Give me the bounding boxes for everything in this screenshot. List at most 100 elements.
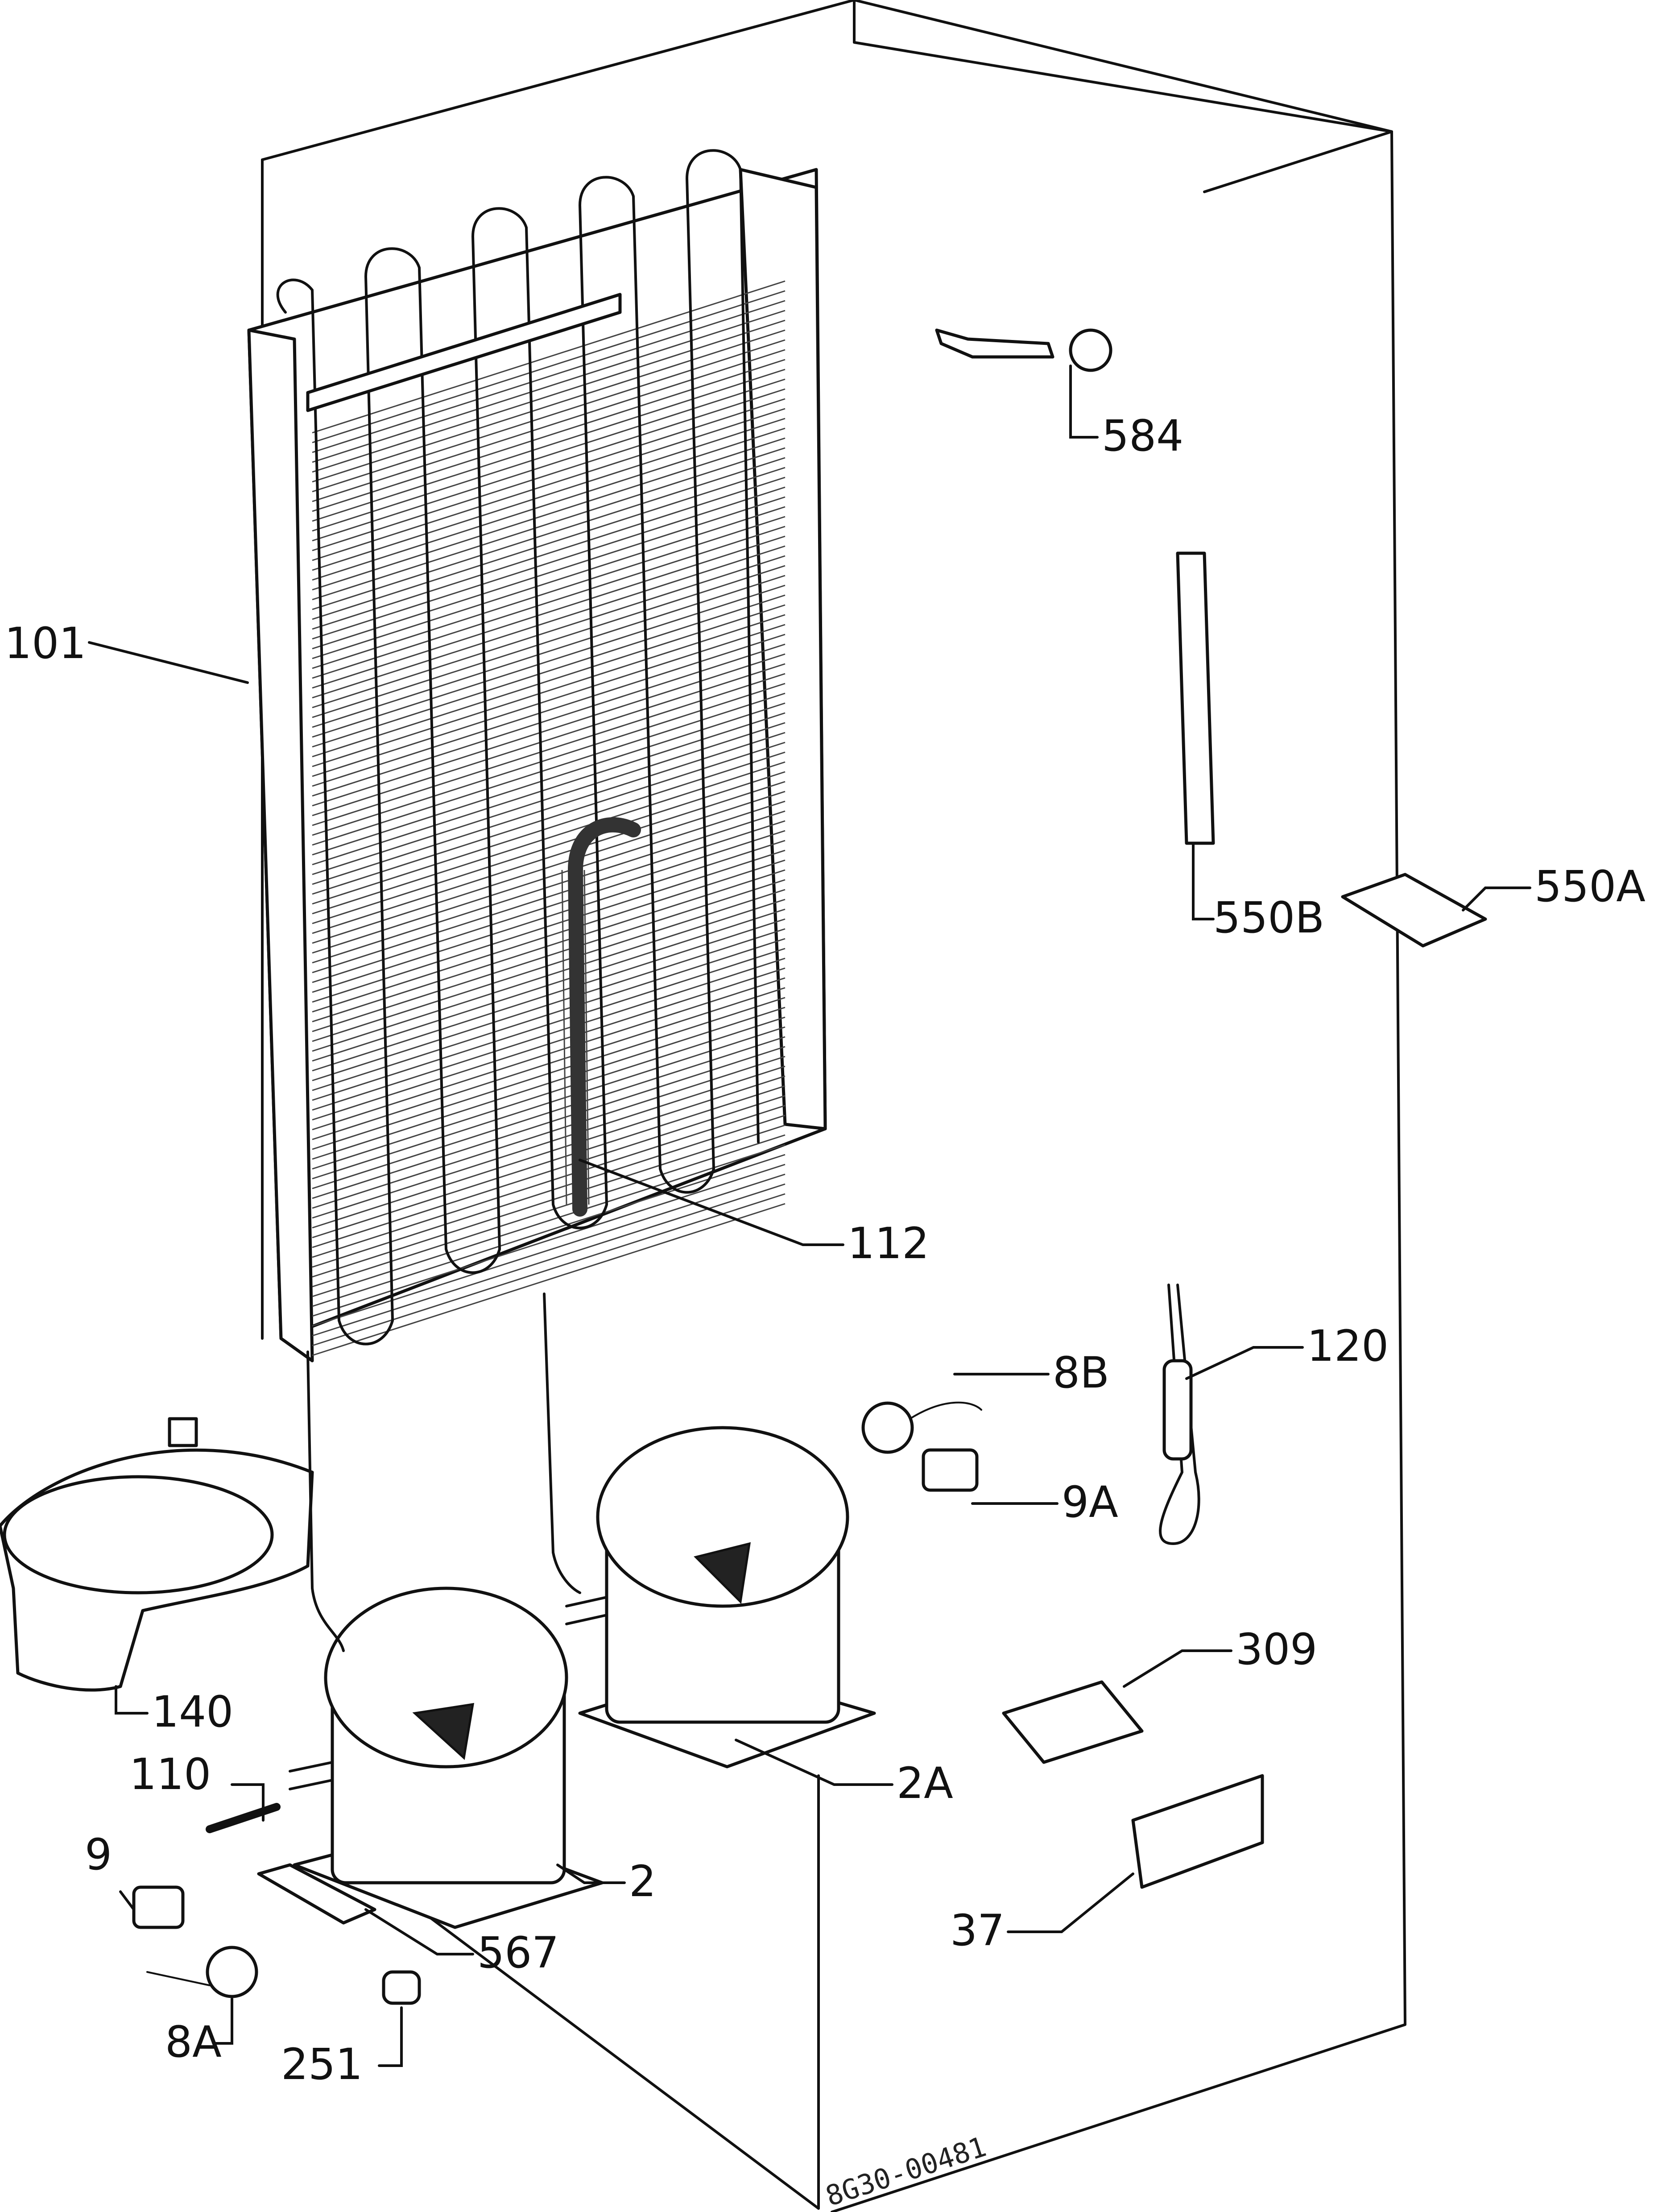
relay-9 [132, 1885, 185, 1929]
bracket-550a [1341, 873, 1487, 948]
callout-309: 309 [1236, 1624, 1317, 1674]
fin-line [312, 467, 786, 620]
cover-309 [1002, 1680, 1144, 1764]
pipe-110 [206, 1803, 281, 1833]
fin-line [312, 1026, 786, 1180]
fin-line [312, 290, 786, 443]
callout-9a: 9A [1062, 1477, 1118, 1527]
fin-line [312, 712, 786, 866]
fin-line [312, 300, 786, 453]
fin-line [312, 310, 786, 463]
callout-2: 2 [629, 1856, 656, 1906]
callout-550b: 550B [1213, 893, 1324, 943]
callout-37: 37 [950, 1905, 1005, 1955]
relay-9a [922, 1448, 979, 1492]
thermostat-584 [935, 328, 1112, 372]
callout-251: 251 [281, 2039, 363, 2089]
callout-2a: 2A [897, 1758, 953, 1808]
fin-line [312, 702, 786, 856]
fin-line [312, 516, 786, 669]
fin-line [312, 388, 786, 542]
lamp-holder-8b [861, 1401, 982, 1454]
fin-line [312, 624, 786, 777]
fin-line [312, 535, 786, 689]
fin-line [312, 496, 786, 650]
fin-line [312, 486, 786, 640]
fin-line [312, 741, 786, 895]
fin-line [312, 791, 786, 944]
fin-line [312, 810, 786, 964]
fin-line [312, 408, 786, 561]
fin-line [312, 378, 786, 532]
fin-line [312, 1056, 786, 1209]
heater-120 [1159, 1284, 1200, 1545]
fin-line [312, 604, 786, 758]
callout-120: 120 [1307, 1321, 1389, 1371]
fin-line [312, 771, 786, 924]
fin-line [312, 643, 786, 797]
fin-line [312, 673, 786, 826]
fin-line [312, 457, 786, 610]
fin-line [312, 594, 786, 748]
callout-584: 584 [1102, 411, 1183, 461]
callout-9: 9 [85, 1830, 112, 1880]
overload-8a [146, 1946, 258, 1998]
fin-line [312, 683, 786, 836]
fin-line [312, 800, 786, 954]
fin-line [312, 398, 786, 551]
condenser-fins [312, 280, 786, 1356]
fin-line [312, 349, 786, 502]
fin-line [312, 575, 786, 728]
fin-line [312, 653, 786, 807]
fin-line [312, 584, 786, 738]
mounting-plate-567 [257, 1863, 376, 1925]
fin-line [312, 280, 786, 434]
fin-line [312, 663, 786, 816]
fin-line [312, 329, 786, 483]
callout-110: 110 [129, 1749, 211, 1799]
fin-line [312, 761, 786, 915]
fin-line [312, 732, 786, 885]
fin-line [312, 555, 786, 708]
fin-line [312, 781, 786, 934]
fin-line [312, 1036, 786, 1189]
callout-550a: 550A [1534, 862, 1646, 911]
callout-101: 101 [4, 618, 86, 668]
fin-line [312, 545, 786, 699]
suction-pipe [543, 1292, 581, 1594]
fin-line [312, 526, 786, 679]
callout-8b: 8B [1053, 1348, 1109, 1398]
fin-line [312, 1075, 786, 1229]
compressor-2 [289, 1587, 604, 1929]
bracket-550b [1176, 551, 1215, 845]
grommet-251 [382, 1970, 421, 2005]
fin-line [312, 1065, 786, 1219]
fin-line [312, 437, 786, 591]
callout-140: 140 [152, 1687, 233, 1737]
fin-line [312, 319, 786, 473]
fin-line [312, 339, 786, 493]
callout-112: 112 [848, 1218, 929, 1268]
leader-lines [88, 365, 1531, 2067]
fin-line [312, 751, 786, 905]
fin-line [312, 506, 786, 659]
callout-567: 567 [477, 1928, 559, 1978]
fin-line [312, 476, 786, 630]
fin-line [312, 614, 786, 767]
fin-line [312, 565, 786, 718]
fin-line [312, 359, 786, 512]
condenser [247, 149, 827, 1363]
fin-line [312, 447, 786, 601]
fin-line [312, 1016, 786, 1170]
board-37 [1131, 1774, 1264, 1889]
fin-line [312, 722, 786, 875]
fin-line [312, 692, 786, 846]
discharge-pipe [306, 1350, 345, 1652]
fin-line [312, 634, 786, 787]
fin-line [312, 427, 786, 581]
fin-line [312, 1046, 786, 1199]
callout-8a: 8A [165, 2017, 222, 2067]
drain-pan [0, 1417, 314, 1692]
fin-line [312, 1203, 786, 1356]
